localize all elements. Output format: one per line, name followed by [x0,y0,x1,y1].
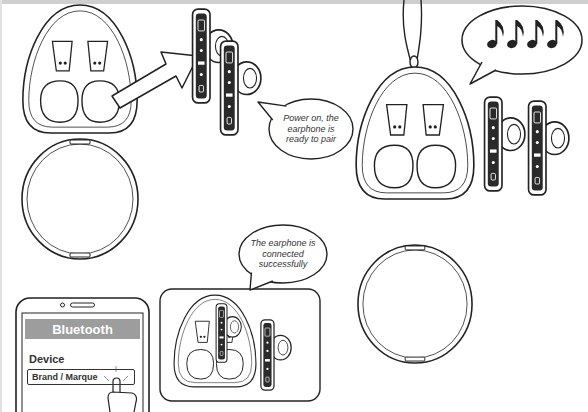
top-bar [0,0,588,4]
title-band: Bluetooth [25,319,140,339]
move-arrow [112,52,198,108]
band-text: Bluetooth [52,322,113,337]
bubble-tail [250,273,273,290]
case-lid [22,139,138,259]
earbud [485,97,525,191]
case-top [174,295,256,387]
case-top [23,5,137,133]
bubble-text: The earphone is connected successfully [250,238,317,270]
earbud [216,304,241,363]
left-edge [0,0,2,412]
device-entry: Brand / Marque [27,369,135,385]
inset-frame [160,289,320,401]
phone-speaker [71,303,95,307]
earbud [221,41,261,135]
bubble-text: Power on, the earphone is ready to pair [279,113,343,145]
speech-bubble: The earphone is connected successfully [238,224,328,284]
earbud [261,320,291,390]
hand-pointer [104,366,137,412]
speech-bubble: Power on, the earphone is ready to pair [268,98,354,160]
lanyard [403,0,421,68]
earbud [529,101,569,195]
boxrow-text: Brand / Marque [32,372,98,382]
section-label: Device [29,353,164,365]
bubble-tail [258,102,287,120]
phone-camera [61,303,65,307]
case-lid [358,245,472,363]
case-top [356,67,474,199]
music-bubble [462,6,582,84]
phone: DeviceBluetoothBrand / Marque [15,297,150,412]
